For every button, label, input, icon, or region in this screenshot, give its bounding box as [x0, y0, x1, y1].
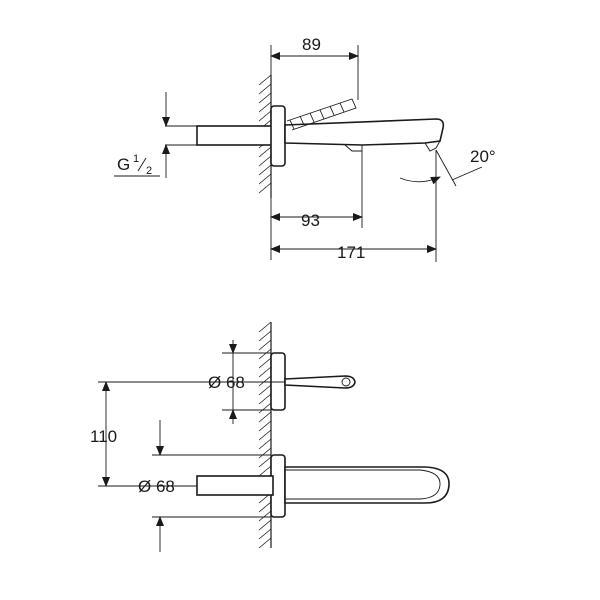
- wall-hatch-line: [258, 164, 272, 176]
- wall-hatch-line: [258, 173, 272, 185]
- supply-pipe: [196, 125, 274, 146]
- spout-top-view: [284, 466, 450, 504]
- spout-pipe: [196, 475, 274, 496]
- wall-bottom: [258, 321, 272, 549]
- spout-body: [284, 118, 445, 146]
- wall-hatch-line: [258, 393, 272, 405]
- wall-hatch-line: [258, 429, 272, 441]
- wall-hatch-line: [258, 456, 272, 468]
- wall-hatch-line: [258, 402, 272, 414]
- wall-hatch-line: [258, 155, 272, 167]
- wall-hatch-line: [258, 510, 272, 522]
- wall-hatch-line: [258, 519, 272, 531]
- dim-171-label: 171: [337, 243, 365, 262]
- wall-hatch-line: [258, 438, 272, 450]
- thread-label: G: [117, 155, 130, 174]
- wall-hatch-line: [258, 384, 272, 396]
- dim-handle-diameter-label: Ø 68: [208, 373, 245, 392]
- wall-hatch-line: [258, 101, 272, 113]
- wall-hatch-line: [258, 321, 272, 333]
- handle-plate: [270, 352, 286, 411]
- wall-hatch-line: [258, 537, 272, 549]
- wall-hatch-line: [258, 330, 272, 342]
- wall-hatch-line: [258, 74, 272, 86]
- side-view: 89 93 171 G 1 2 20°: [114, 35, 496, 262]
- wall-hatch-line: [258, 375, 272, 387]
- wall-hatch-line: [258, 366, 272, 378]
- wall-hatch-line: [258, 182, 272, 194]
- wall-hatch-line: [258, 146, 272, 158]
- wall-hatch-line: [258, 465, 272, 477]
- wall-hatch-line: [258, 83, 272, 95]
- wall-hatch-line: [258, 447, 272, 459]
- wall-hatch-line: [258, 92, 272, 104]
- dim-110-label: 110: [90, 427, 117, 446]
- dim-89-label: 89: [302, 35, 321, 54]
- wall-hatch-line: [258, 110, 272, 122]
- dim-93-label: 93: [301, 211, 320, 230]
- wall-hatch-line: [258, 411, 272, 423]
- wall-hatch-line: [258, 339, 272, 351]
- wall-plate: [270, 105, 286, 167]
- lever-hatched: [286, 98, 357, 131]
- angle-label: 20°: [470, 147, 496, 166]
- wall-hatch-line: [258, 348, 272, 360]
- wall-hatch-line: [258, 501, 272, 513]
- handle-lever: [284, 375, 356, 389]
- wall-hatch-line: [258, 420, 272, 432]
- wall-hatch-line: [258, 357, 272, 369]
- front-view: Ø 68 Ø 68 110: [90, 321, 450, 552]
- dim-spout-diameter-label: Ø 68: [138, 477, 175, 496]
- thread-numerator: 1: [133, 153, 139, 165]
- thread-denominator: 2: [146, 165, 152, 177]
- wall-hatch-line: [258, 528, 272, 540]
